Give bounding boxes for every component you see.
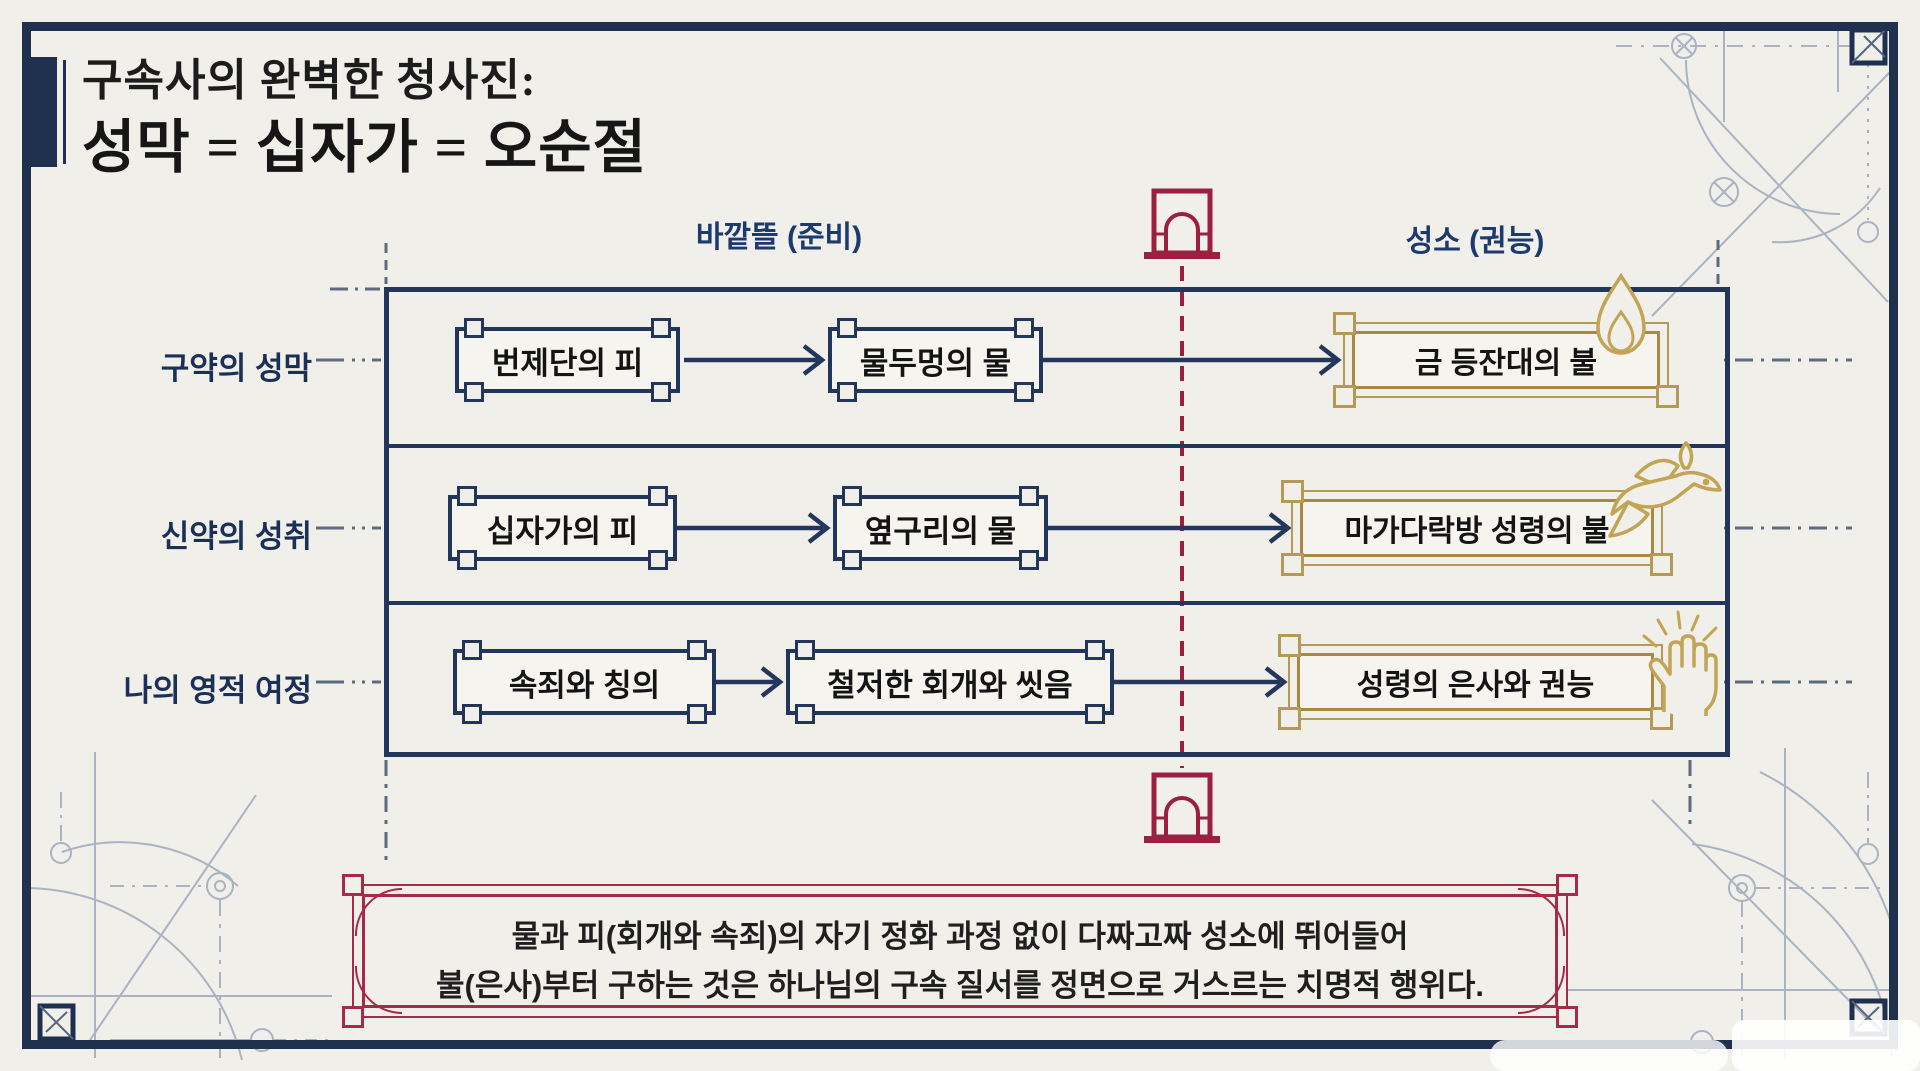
gate-arch-icon [1144, 188, 1220, 259]
warning-line2: 불(은사)부터 구하는 것은 하나님의 구속 질서를 정면으로 거스르는 치명적… [436, 968, 1484, 1003]
watermark-overlay [1732, 1020, 1920, 1071]
corner-mark [1278, 707, 1301, 730]
row-divider [389, 444, 1725, 448]
corner-mark [464, 382, 484, 402]
step-box-label: 철저한 회개와 씻음 [827, 667, 1073, 703]
corner-mark [1556, 1006, 1578, 1028]
dove-flame-icon [1608, 441, 1722, 538]
corner-mark [1019, 550, 1039, 570]
corner-mark [462, 640, 482, 660]
corner-mark [342, 1006, 364, 1028]
step-box-repentance: 철저한 회개와 씻음 [786, 640, 1114, 724]
title-accent-line [63, 60, 66, 164]
corner-mark [1650, 553, 1673, 576]
step-box-laver-water: 물두멍의 물 [828, 318, 1043, 402]
corner-mark [1281, 553, 1304, 576]
flame-icon [1596, 272, 1646, 355]
hand-rays-icon [1642, 610, 1718, 716]
watermark-overlay [1490, 1040, 1728, 1071]
step-box-cross-blood: 십자가의 피 [448, 486, 677, 570]
title-accent-bar [31, 57, 57, 167]
gold-box-gifts-power: 성령의 은사와 권능 [1278, 634, 1673, 730]
corner-mark [651, 382, 671, 402]
row-label-old-testament: 구약의 성막 [160, 351, 312, 386]
column-header-outer-court: 바깥뜰 (준비) [695, 221, 863, 254]
step-box-altar-blood: 번제단의 피 [455, 318, 680, 402]
corner-mark [1281, 480, 1304, 503]
corner-mark [651, 318, 671, 338]
corner-mark [457, 486, 477, 506]
corner-mark [842, 550, 862, 570]
corner-mark [842, 486, 862, 506]
row-label-my-journey: 나의 영적 여정 [123, 673, 312, 708]
corner-mark [1019, 486, 1039, 506]
corner-mark [462, 704, 482, 724]
corner-mark [795, 704, 815, 724]
corner-mark [687, 704, 707, 724]
corner-mark [837, 382, 857, 402]
corner-mark [1556, 874, 1578, 896]
gate-arch-icon [1144, 772, 1220, 843]
page-title-line1: 구속사의 완벽한 청사진: [82, 56, 537, 105]
warning-box: 물과 피(회개와 속죄)의 자기 정화 과정 없이 다짜고짜 성소에 뛰어들어 … [342, 874, 1578, 1028]
corner-mark [1014, 382, 1034, 402]
gold-box-label: 마가다락방 성령의 불 [1344, 515, 1610, 548]
corner-mark [687, 640, 707, 660]
step-box-side-water: 옆구리의 물 [833, 486, 1048, 570]
step-box-label: 속죄와 칭의 [508, 667, 661, 703]
corner-mark [648, 550, 668, 570]
flow-arrows [677, 344, 1342, 698]
gold-box-label: 금 등잔대의 불 [1414, 347, 1598, 380]
corner-mark [1333, 312, 1356, 335]
warning-corner-arcs [354, 888, 1566, 1014]
corner-mark [837, 318, 857, 338]
warning-text: 물과 피(회개와 속죄)의 자기 정화 과정 없이 다짜고짜 성소에 뛰어들어 … [354, 912, 1566, 1010]
corner-mark [1333, 385, 1356, 408]
corner-mark [342, 874, 364, 896]
row-divider [389, 601, 1725, 605]
corner-mark [457, 550, 477, 570]
corner-mark [1085, 704, 1105, 724]
tabernacle-grid [384, 287, 1730, 757]
corner-mark [1085, 640, 1105, 660]
corner-mark [1014, 318, 1034, 338]
step-box-label: 번제단의 피 [491, 345, 644, 381]
step-box-label: 물두멍의 물 [859, 345, 1012, 381]
step-box-label: 옆구리의 물 [864, 513, 1017, 549]
gold-box-upper-room-fire: 마가다락방 성령의 불 [1281, 480, 1673, 576]
step-box-label: 십자가의 피 [486, 513, 639, 549]
corner-mark [1278, 634, 1301, 657]
warning-line1: 물과 피(회개와 속죄)의 자기 정화 과정 없이 다짜고짜 성소에 뛰어들어 [511, 919, 1409, 954]
step-box-atonement: 속죄와 칭의 [453, 640, 716, 724]
gold-box-label: 성령의 은사와 권능 [1356, 669, 1595, 702]
corner-mark [648, 486, 668, 506]
page-title-line2: 성막 = 십자가 = 오순절 [82, 115, 647, 180]
corner-mark [1656, 385, 1679, 408]
warning-box-inner-border [362, 894, 1558, 1008]
column-header-sanctuary: 성소 (권능) [1405, 225, 1545, 258]
corner-mark [795, 640, 815, 660]
row-label-new-testament: 신약의 성취 [160, 519, 312, 554]
corner-mark [464, 318, 484, 338]
